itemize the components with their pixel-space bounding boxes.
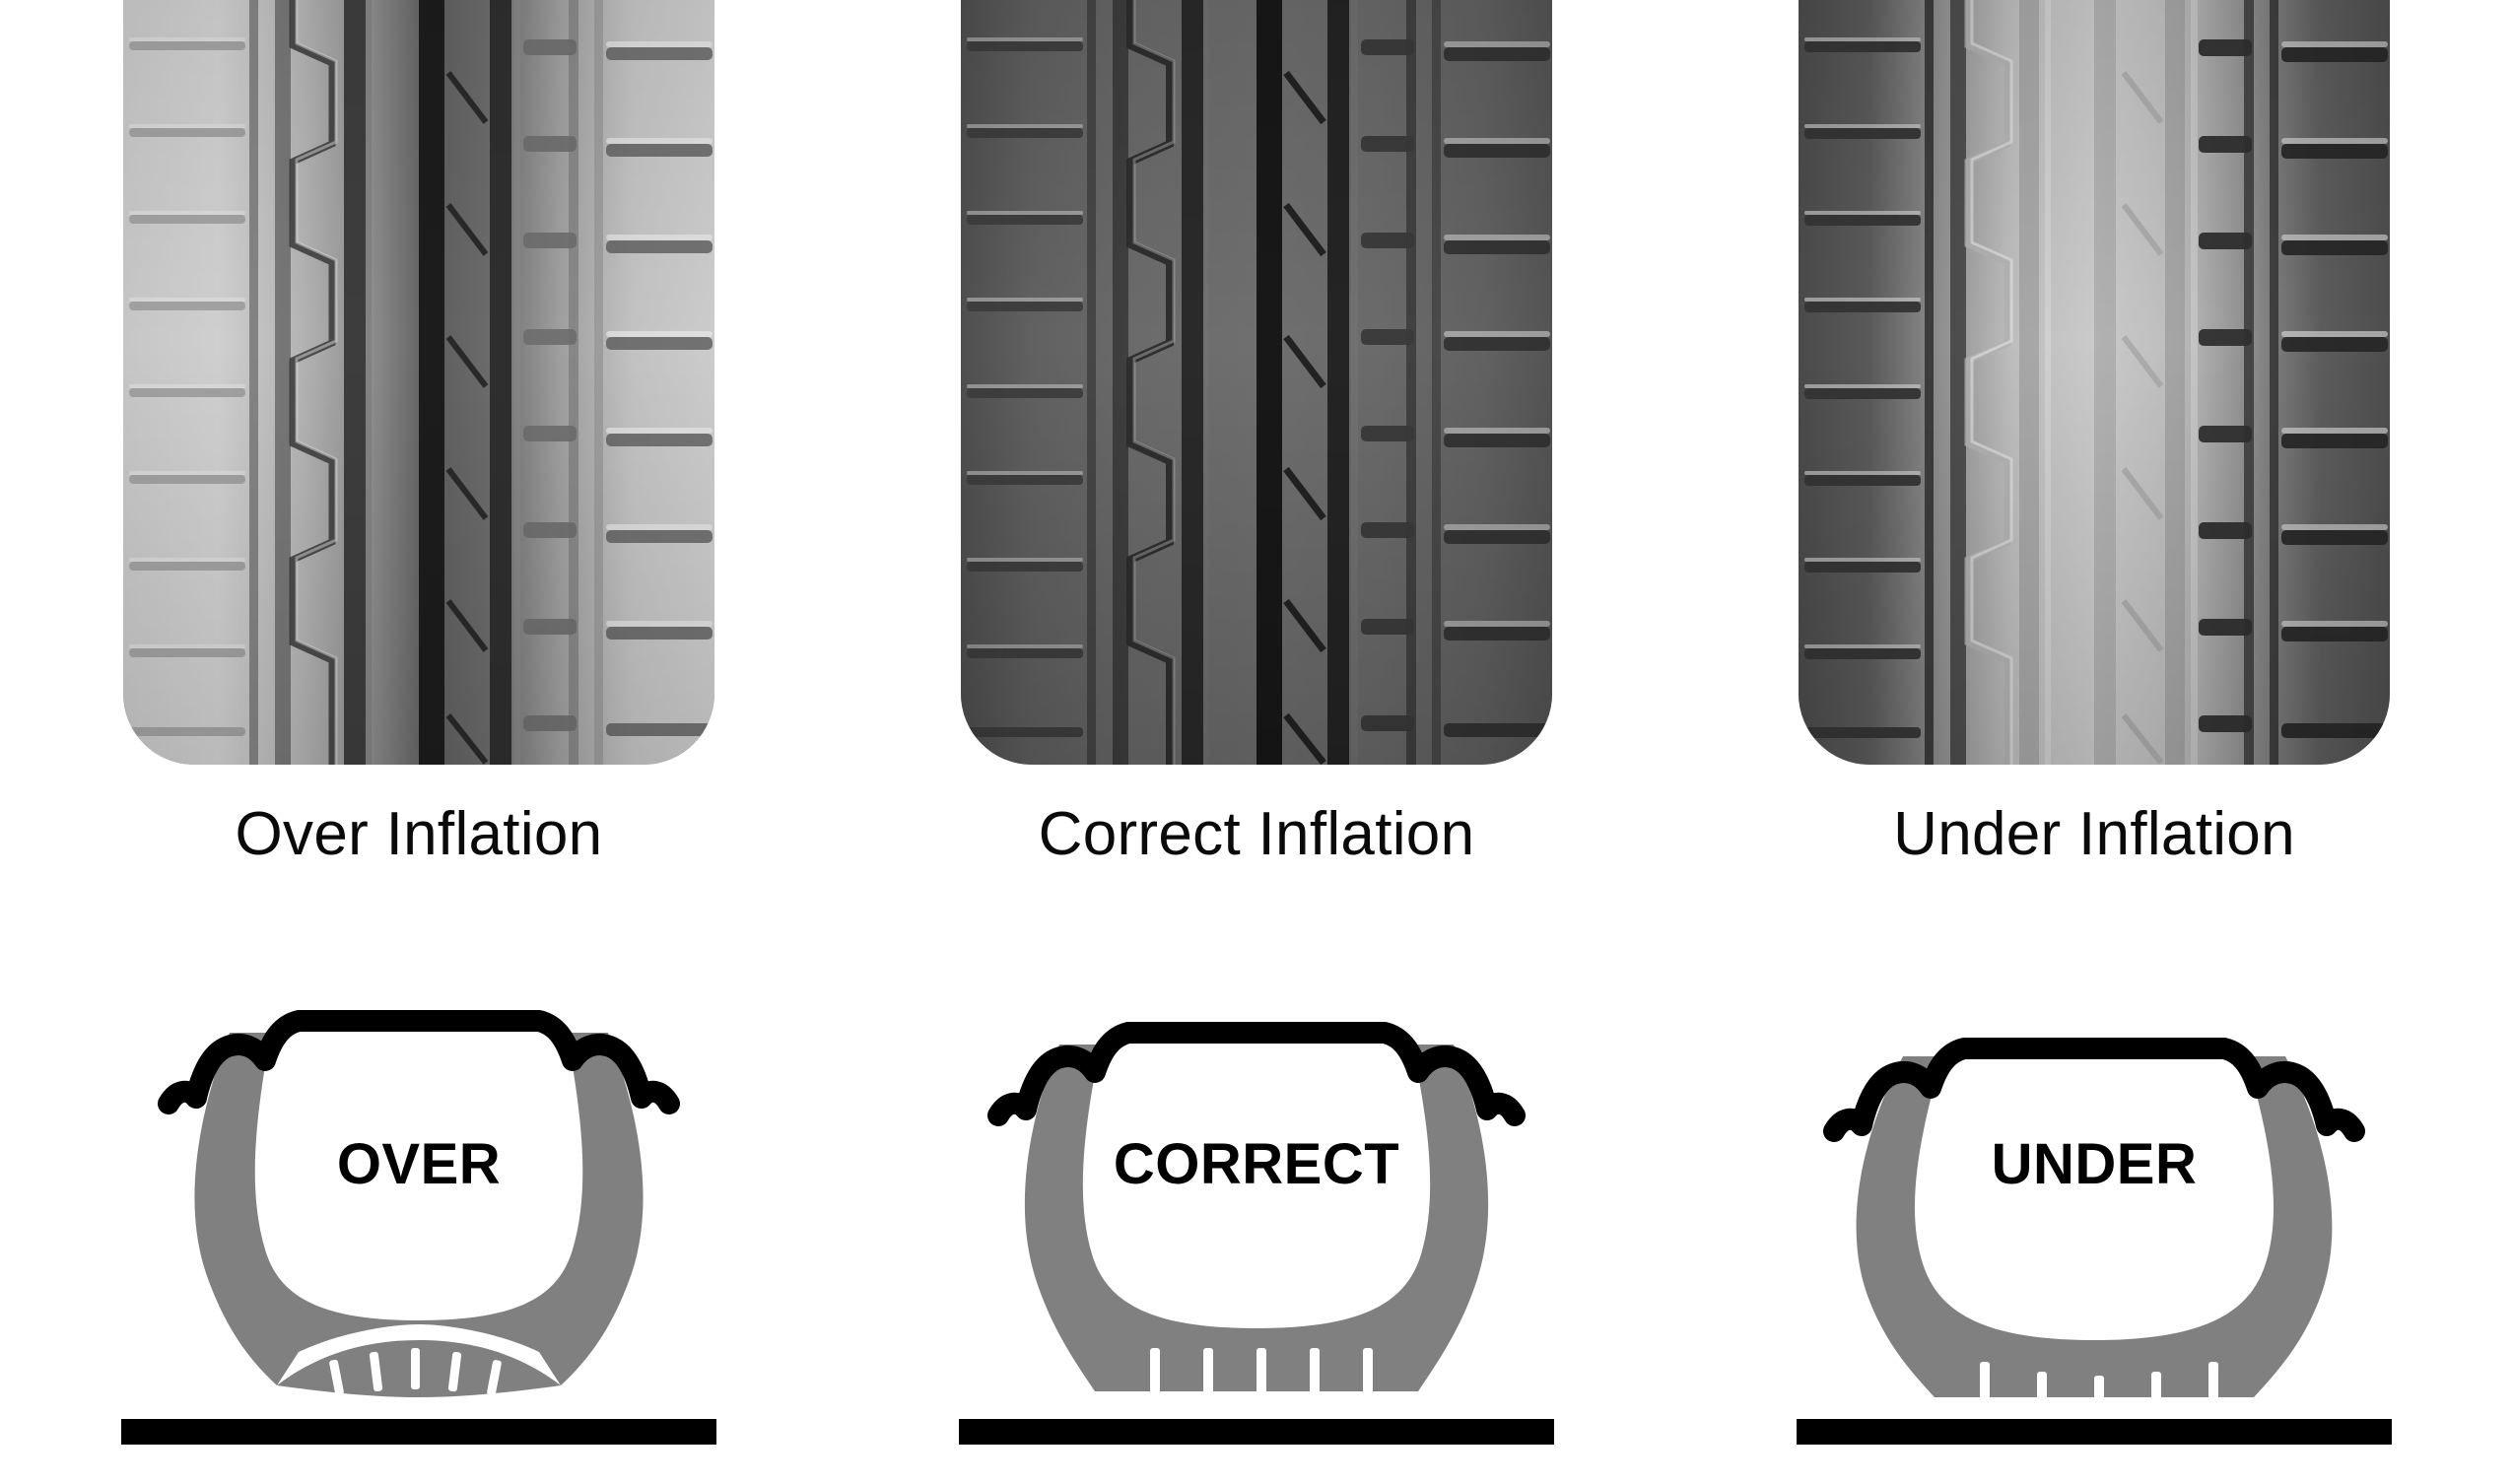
caption-over-inflation: Over Inflation [235, 800, 603, 868]
cross-section-under: UNDER [1779, 907, 2410, 1419]
column-correct-inflation: Correct Inflation CO [838, 0, 1675, 1484]
wheel-rim-profile [1823, 1038, 2365, 1142]
ground-line-correct [959, 1419, 1554, 1445]
tire-carcass-shape [1856, 1056, 2333, 1397]
tire-tread-photo-under [1799, 0, 2390, 765]
tread-sipes [1980, 1362, 2218, 1405]
tire-tread-photo-correct [961, 0, 1552, 765]
cross-section-over: OVER [103, 907, 734, 1419]
tire-carcass-shape [1024, 1045, 1489, 1391]
tire-carcass-shape [194, 1033, 644, 1385]
wheel-rim-profile [987, 1022, 1526, 1126]
ground-line-over [121, 1419, 716, 1445]
ground-line-under [1797, 1419, 2392, 1445]
tread-sipes [1150, 1348, 1373, 1393]
wheel-rim-profile [158, 1010, 680, 1114]
caption-under-inflation: Under Inflation [1893, 800, 2295, 868]
cross-section-correct: CORRECT [941, 907, 1572, 1419]
tire-tread-photo-over [123, 0, 714, 765]
caption-correct-inflation: Correct Inflation [1038, 800, 1475, 868]
tread-sipes [329, 1348, 502, 1396]
column-over-inflation: Over Inflation [0, 0, 838, 1484]
column-under-inflation: Under Inflation UNDE [1675, 0, 2513, 1484]
